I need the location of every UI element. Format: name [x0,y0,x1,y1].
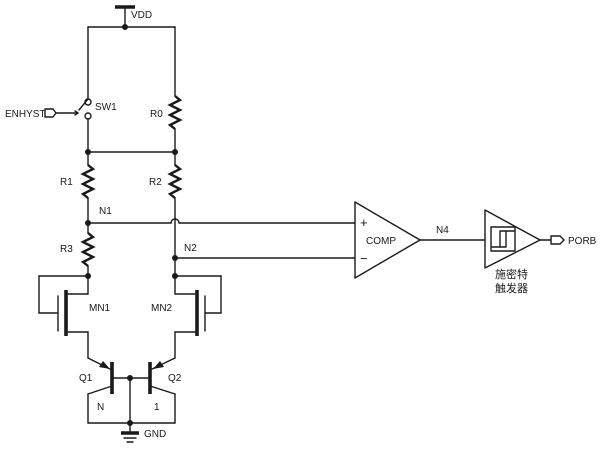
r3-label: R3 [60,244,73,255]
vdd-supply: VDD [87,5,176,30]
resistor-r0: R0 [150,26,183,153]
mn1-label: MN1 [89,303,111,314]
schmitt-label-line1: 施密特 [495,267,528,281]
mn2-label: MN2 [151,303,173,314]
node-n1: N1 [85,206,356,226]
enhyst-port: ENHYST [5,108,79,120]
enhyst-label: ENHYST [5,109,46,120]
comparator-comp: + − COMP [354,201,421,279]
transistor-q1: Q1 N [79,357,131,424]
transistor-mn2: MN2 [151,273,222,359]
resistor-r2: R2 [149,151,183,219]
crossbar-wire [85,149,178,155]
q1-ratio-label: N [97,402,104,413]
transistor-q2: Q2 1 [129,357,182,424]
comp-plus-sign: + [360,215,368,230]
gnd-label: GND [144,429,166,440]
comp-label: COMP [366,236,396,247]
node-n2: N2 [172,243,356,277]
transistor-mn1: MN1 [38,273,111,359]
node-n4: N4 [419,225,486,241]
sw1-label: SW1 [95,102,117,113]
porb-label: PORB [568,236,597,247]
r2-label: R2 [149,177,162,188]
q1-label: Q1 [79,373,93,384]
gnd-symbol: GND [87,420,176,443]
schmitt-trigger: 施密特 触发器 [484,209,541,295]
q2-label: Q2 [168,373,182,384]
q2-ratio-label: 1 [154,402,160,413]
resistor-r3: R3 [60,222,96,277]
resistor-r1: R1 [60,151,96,224]
r0-label: R0 [150,109,163,120]
schmitt-label-line2: 触发器 [495,281,528,295]
switch-sw1: SW1 [78,26,117,153]
n2-label: N2 [184,243,197,254]
r1-label: R1 [60,177,73,188]
n1-label: N1 [99,206,112,217]
porb-port: PORB [539,235,597,247]
comp-minus-sign: − [360,251,368,266]
n4-label: N4 [436,225,449,236]
vdd-label: VDD [131,10,152,21]
